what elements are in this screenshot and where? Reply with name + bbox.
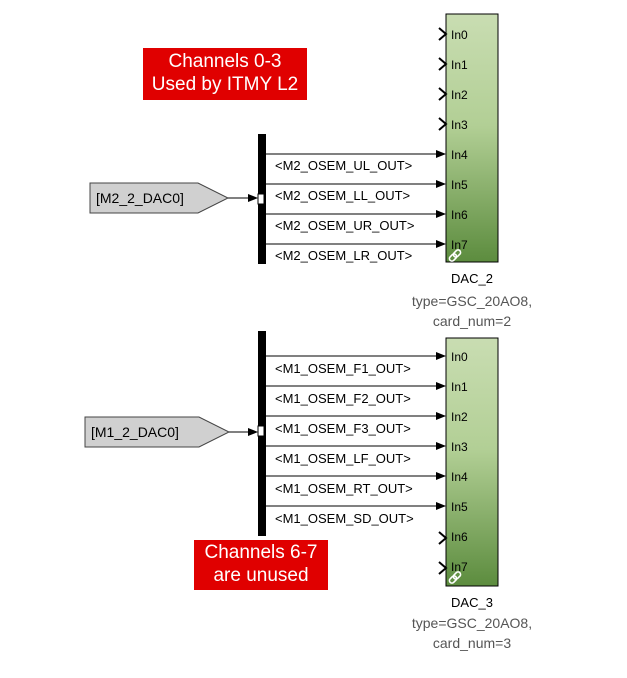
- dac2-port-label: In4: [451, 148, 468, 162]
- dac2-port-label: In6: [451, 208, 468, 222]
- dac2-port-label: In1: [451, 58, 468, 72]
- dac2-param-type: type=GSC_20AO8,: [411, 293, 533, 309]
- note-channels-6-7: Channels 6-7 are unused: [194, 540, 328, 590]
- dac2-port-label: In7: [451, 238, 468, 252]
- signal-label: <M1_OSEM_SD_OUT>: [275, 511, 414, 526]
- dac3-unconnected-ports: [438, 531, 448, 575]
- note-line: Channels 6-7: [204, 542, 318, 563]
- note-line: Channels 0-3: [168, 51, 282, 72]
- signal-label: <M1_OSEM_RT_OUT>: [275, 481, 413, 496]
- bus-selector-2-port: [257, 425, 265, 437]
- dac2-name: DAC_2: [451, 271, 493, 286]
- note-channels-0-3: Channels 0-3 Used by ITMY L2: [143, 48, 307, 100]
- dac2-port-label: In5: [451, 178, 468, 192]
- signal-label: <M2_OSEM_UR_OUT>: [275, 218, 415, 233]
- signal-label: <M1_OSEM_F2_OUT>: [275, 391, 411, 406]
- signal-label: <M1_OSEM_F1_OUT>: [275, 361, 411, 376]
- link-icon: [448, 571, 462, 584]
- note-line: Used by ITMY L2: [151, 74, 299, 95]
- signal-label: <M1_OSEM_F3_OUT>: [275, 421, 411, 436]
- note-line: are unused: [213, 565, 309, 586]
- dac2-port-label: In2: [451, 88, 468, 102]
- dac2-param-card: card_num=2: [432, 313, 512, 329]
- dac3-port-label: In0: [451, 350, 468, 364]
- dac3-port-label: In2: [451, 410, 468, 424]
- signal-label: <M2_OSEM_LR_OUT>: [275, 248, 413, 263]
- dac3-port-label: In4: [451, 470, 468, 484]
- dac3-port-label: In1: [451, 380, 468, 394]
- bus-selector-1-port: [257, 193, 265, 205]
- signal-label: <M2_OSEM_UL_OUT>: [275, 158, 413, 173]
- dac3-port-label: In6: [451, 530, 468, 544]
- dac2-block[interactable]: [445, 13, 499, 263]
- from-tag-top-label: [M2_2_DAC0]: [96, 190, 184, 206]
- dac3-port-label: In3: [451, 440, 468, 454]
- dac3-params: type=GSC_20AO8, card_num=3: [402, 613, 542, 653]
- signal-label: <M1_OSEM_LF_OUT>: [275, 451, 411, 466]
- from-tag-top[interactable]: [89, 182, 230, 214]
- dac3-block[interactable]: [445, 337, 499, 587]
- dac2-port-label: In3: [451, 118, 468, 132]
- from-tag-bottom-label: [M1_2_DAC0]: [91, 424, 179, 440]
- dac3-port-label: In5: [451, 500, 468, 514]
- dac3-param-card: card_num=3: [432, 635, 512, 651]
- dac3-port-label: In7: [451, 560, 468, 574]
- dac2-unconnected-ports: [438, 27, 448, 131]
- signal-label: <M2_OSEM_LL_OUT>: [275, 188, 411, 203]
- dac3-name: DAC_3: [451, 595, 493, 610]
- from-tag-bottom[interactable]: [84, 416, 231, 448]
- dac2-port-label: In0: [451, 28, 468, 42]
- link-icon: [448, 249, 462, 262]
- dac2-params: type=GSC_20AO8, card_num=2: [402, 291, 542, 331]
- dac3-param-type: type=GSC_20AO8,: [411, 615, 533, 631]
